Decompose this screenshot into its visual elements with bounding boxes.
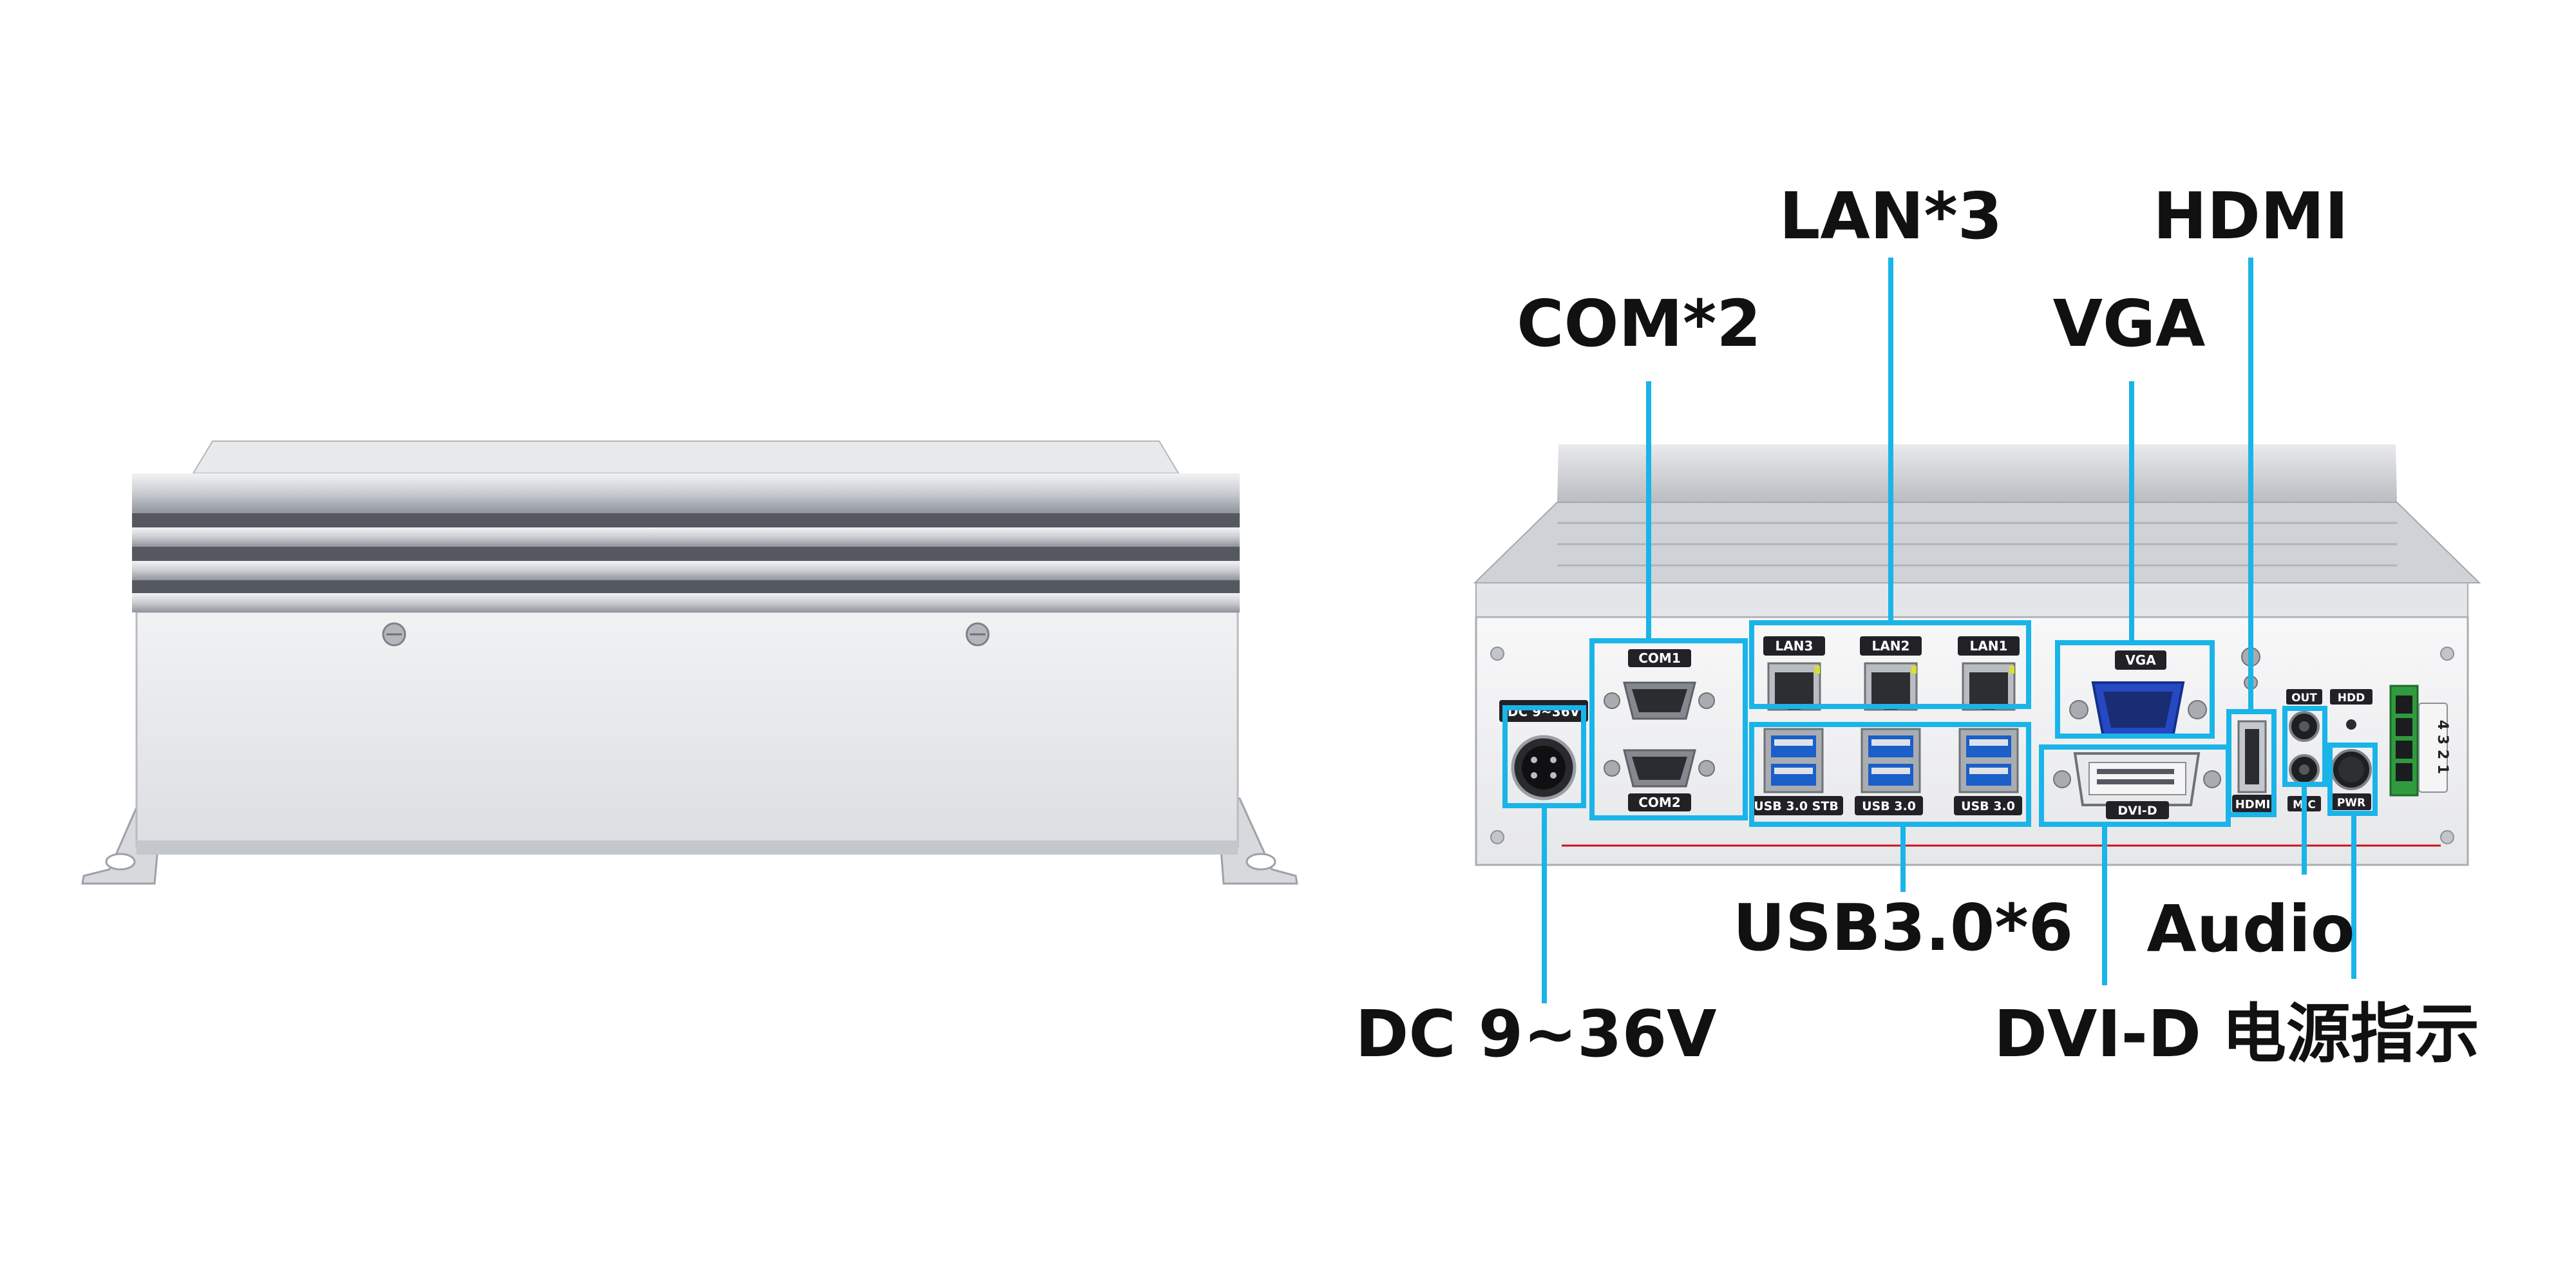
vga-highlight-box: [2055, 640, 2215, 739]
power-button[interactable]: [2331, 749, 2372, 790]
mic-jack[interactable]: [2289, 754, 2320, 785]
chassis-body: [135, 611, 1239, 848]
usb-callout-label: USB3.0*6: [1733, 890, 2073, 965]
lan2-port[interactable]: [1864, 662, 1918, 711]
rear-io-panel: DC 9~36V COM1 COM2 LAN3: [1473, 444, 2481, 866]
audio-out-plate-label: OUT: [2291, 692, 2317, 705]
dc-callout-label: DC 9~36V: [1355, 996, 1716, 1072]
usb-port-pair[interactable]: [1958, 728, 2019, 793]
com2-plate-label: COM2: [1638, 795, 1681, 810]
audio-out-jack[interactable]: [2289, 711, 2320, 742]
com1-plate-label: COM1: [1638, 650, 1681, 666]
audio-callout-label: Audio: [2146, 891, 2354, 967]
callout-boxes: [1502, 620, 2378, 827]
dc-power-jack[interactable]: [1511, 735, 1577, 800]
dvi-d-port[interactable]: [2053, 752, 2221, 806]
lan3-plate-label: LAN3: [1776, 638, 1814, 654]
usb-port-pair[interactable]: [1861, 728, 1921, 793]
lan2-plate-label: LAN2: [1872, 638, 1910, 654]
heatsink-fins: [132, 440, 1240, 612]
vga-port[interactable]: [2069, 681, 2207, 738]
dvi-callout-label: DVI-D: [1994, 996, 2201, 1072]
terminal-block[interactable]: [2389, 685, 2448, 797]
usb-stb-port-pair[interactable]: [1763, 728, 1824, 793]
usb-plate-label: USB 3.0: [1862, 799, 1916, 813]
callout-leader-lines: [1542, 258, 2356, 1003]
terminal-pin-labels: 4 3 2 1: [2434, 720, 2450, 774]
lan1-port[interactable]: [1962, 662, 2016, 711]
lan1-plate-label: LAN1: [1970, 638, 2008, 654]
vga-plate-label: VGA: [2125, 652, 2156, 668]
hdmi-callout-label: HDMI: [2153, 178, 2348, 254]
vga-callout-label: VGA: [2053, 286, 2206, 361]
power-led-callout-label: 电源指示: [2222, 996, 2479, 1072]
screw-icon: [382, 622, 406, 647]
usb-stb-plate-label: USB 3.0 STB: [1754, 799, 1839, 813]
com-highlight-box: [1589, 638, 1748, 820]
rear-heatsink-top: [1557, 444, 2397, 502]
com2-port[interactable]: [1604, 749, 1715, 788]
hdmi-plate-label: HDMI: [2235, 798, 2271, 811]
hdmi-port[interactable]: [2237, 720, 2267, 793]
com1-port[interactable]: [1604, 681, 1715, 720]
com-callout-label: COM*2: [1517, 286, 1761, 361]
lan-callout-label: LAN*3: [1779, 178, 2003, 254]
chassis-bottom-edge: [137, 840, 1238, 855]
rear-heatsink-slope: [1473, 502, 2481, 583]
usb-plate-label: USB 3.0: [1961, 799, 2015, 813]
lan3-port[interactable]: [1767, 662, 1821, 711]
side-view: [81, 440, 1298, 885]
screw-icon: [965, 622, 990, 647]
dvi-plate-label: DVI-D: [2117, 804, 2157, 818]
hdd-led-icon: [2346, 719, 2356, 730]
hdd-plate-label: HDD: [2338, 692, 2365, 705]
usb-highlight-box: [1749, 722, 2031, 827]
pwr-plate-label: PWR: [2337, 797, 2365, 810]
